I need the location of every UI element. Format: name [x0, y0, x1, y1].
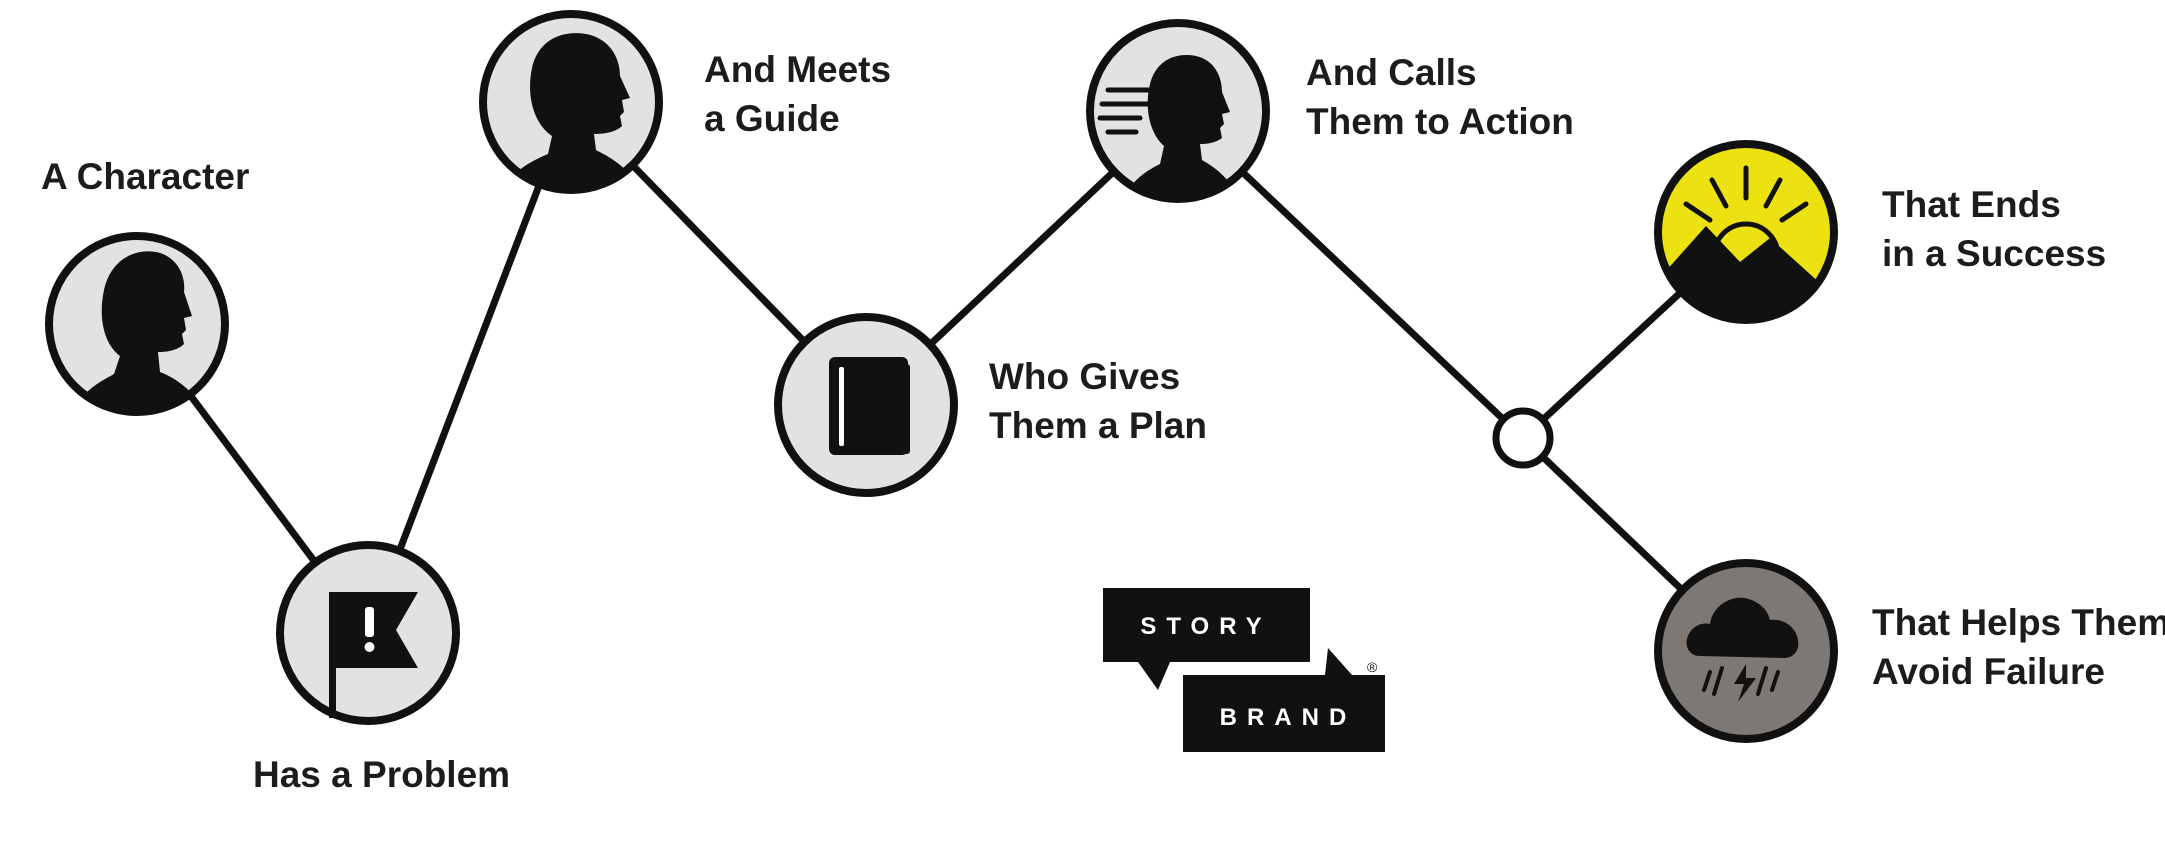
connector-problem-guide [364, 98, 575, 637]
step-success-node [1654, 140, 1838, 324]
label-action: And Calls Them to Action [1306, 52, 1574, 142]
book-icon [829, 357, 910, 455]
branch-junction [1492, 407, 1554, 469]
logo-top-word: STORY [1140, 613, 1271, 640]
speech-lines-icon [1097, 87, 1153, 135]
exclamation-flag-icon [329, 592, 418, 718]
label-guide: And Meets a Guide [704, 49, 892, 139]
label-failure: That Helps Them Avoid Failure [1872, 602, 2165, 692]
step-guide-node [479, 10, 663, 194]
label-success: That Ends in a Success [1882, 184, 2107, 274]
step-action-node [1086, 19, 1270, 203]
label-problem: Has a Problem [253, 754, 511, 795]
label-character: A Character [41, 156, 250, 197]
step-failure-node [1654, 559, 1838, 743]
profile-head-icon [500, 33, 644, 189]
storybrand-logo: STORY BRAND ® [1103, 588, 1385, 752]
step-plan-node [774, 313, 958, 497]
label-plan: Who Gives Them a Plan [989, 356, 1207, 446]
step-character-node [45, 232, 229, 416]
storm-cloud-icon [1686, 597, 1799, 702]
registered-mark: ® [1367, 659, 1378, 675]
step-problem-node [276, 541, 460, 725]
speaking-person-icon [1120, 55, 1242, 198]
profile-head-icon [72, 251, 206, 411]
logo-bottom-word: BRAND [1220, 704, 1357, 731]
